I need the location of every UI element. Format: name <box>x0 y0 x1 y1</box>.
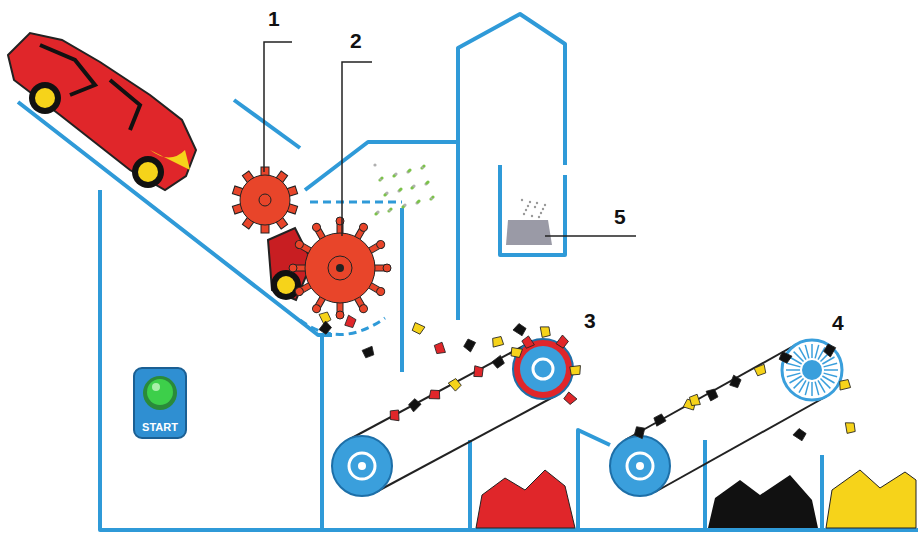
callout-number: 2 <box>350 30 362 51</box>
leader-lines <box>264 42 636 236</box>
screen-top <box>310 201 402 204</box>
conveyor-3 <box>332 339 573 496</box>
sieve-grate <box>300 318 385 335</box>
dust <box>373 163 546 218</box>
callout-number: 3 <box>584 310 596 331</box>
fragments <box>317 312 858 443</box>
callout-number: 4 <box>832 312 844 333</box>
callout-number: 5 <box>614 206 626 227</box>
material-piles <box>476 470 916 528</box>
dust-pile <box>506 220 552 245</box>
button-label: START <box>142 421 178 433</box>
car <box>8 33 196 190</box>
rotor-2 <box>289 217 391 319</box>
machine-housing <box>18 14 918 530</box>
conveyor-4 <box>610 340 842 496</box>
rotor-1 <box>232 167 297 233</box>
start-button: START <box>133 367 187 439</box>
button-knob <box>140 373 180 413</box>
callout-number: 1 <box>268 8 280 29</box>
